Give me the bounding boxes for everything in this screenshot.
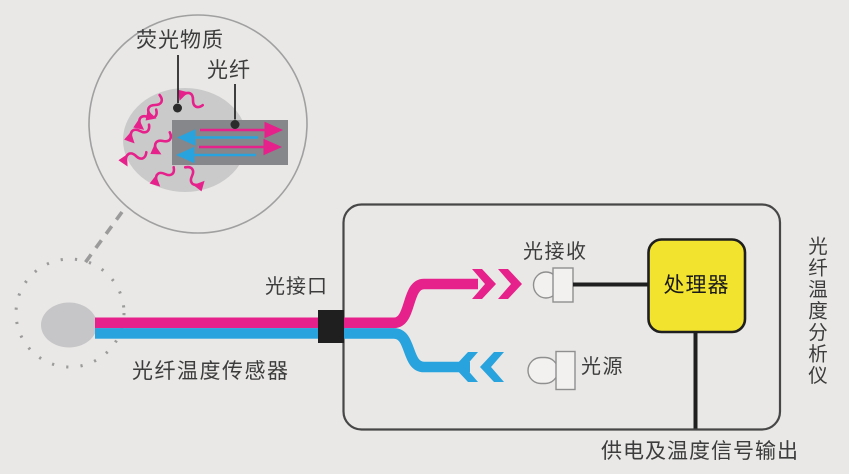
processor-label: 处理器	[663, 274, 730, 297]
optical-connector-block	[318, 310, 344, 343]
pink-chevron-1	[472, 269, 496, 299]
fiber-cross-section-rect	[172, 120, 288, 165]
fluorescent-callout-leader	[173, 55, 182, 113]
sensor-zone-dotted-circle	[14, 257, 126, 369]
optical-fiber-label: 光纤	[207, 59, 251, 82]
cyan-chevron-2	[480, 352, 504, 382]
light-receiver-icon	[532, 267, 574, 303]
source-light-path-cyan	[343, 328, 504, 382]
fluorescent-material-label: 荧光物质	[136, 29, 224, 52]
return-light-path-pink	[343, 269, 522, 329]
optical-interface-label: 光接口	[265, 276, 328, 298]
light-source-icon	[527, 350, 576, 391]
fiber-cable	[95, 317, 345, 339]
fiber-light-arrows	[175, 121, 284, 164]
magnifier-leader-dashed-line	[80, 210, 124, 269]
power-signal-output-label: 供电及温度信号输出	[601, 440, 799, 463]
pink-chevron-2	[498, 269, 522, 299]
analyzer-device-name-vertical: 光纤温度分析仪	[804, 236, 827, 387]
light-receiver-label: 光接收	[523, 241, 588, 263]
fiber-temperature-sensor-label: 光纤温度传感器	[132, 360, 290, 383]
fiber-cyan-band	[95, 328, 345, 339]
light-source-label: 光源	[581, 356, 624, 378]
magnifier-inset	[88, 14, 308, 234]
fiber-callout-leader	[230, 84, 240, 129]
cyan-chevron-1	[454, 352, 478, 382]
sensor-tip-ellipse	[41, 302, 97, 348]
fiber-pink-band	[95, 317, 345, 329]
